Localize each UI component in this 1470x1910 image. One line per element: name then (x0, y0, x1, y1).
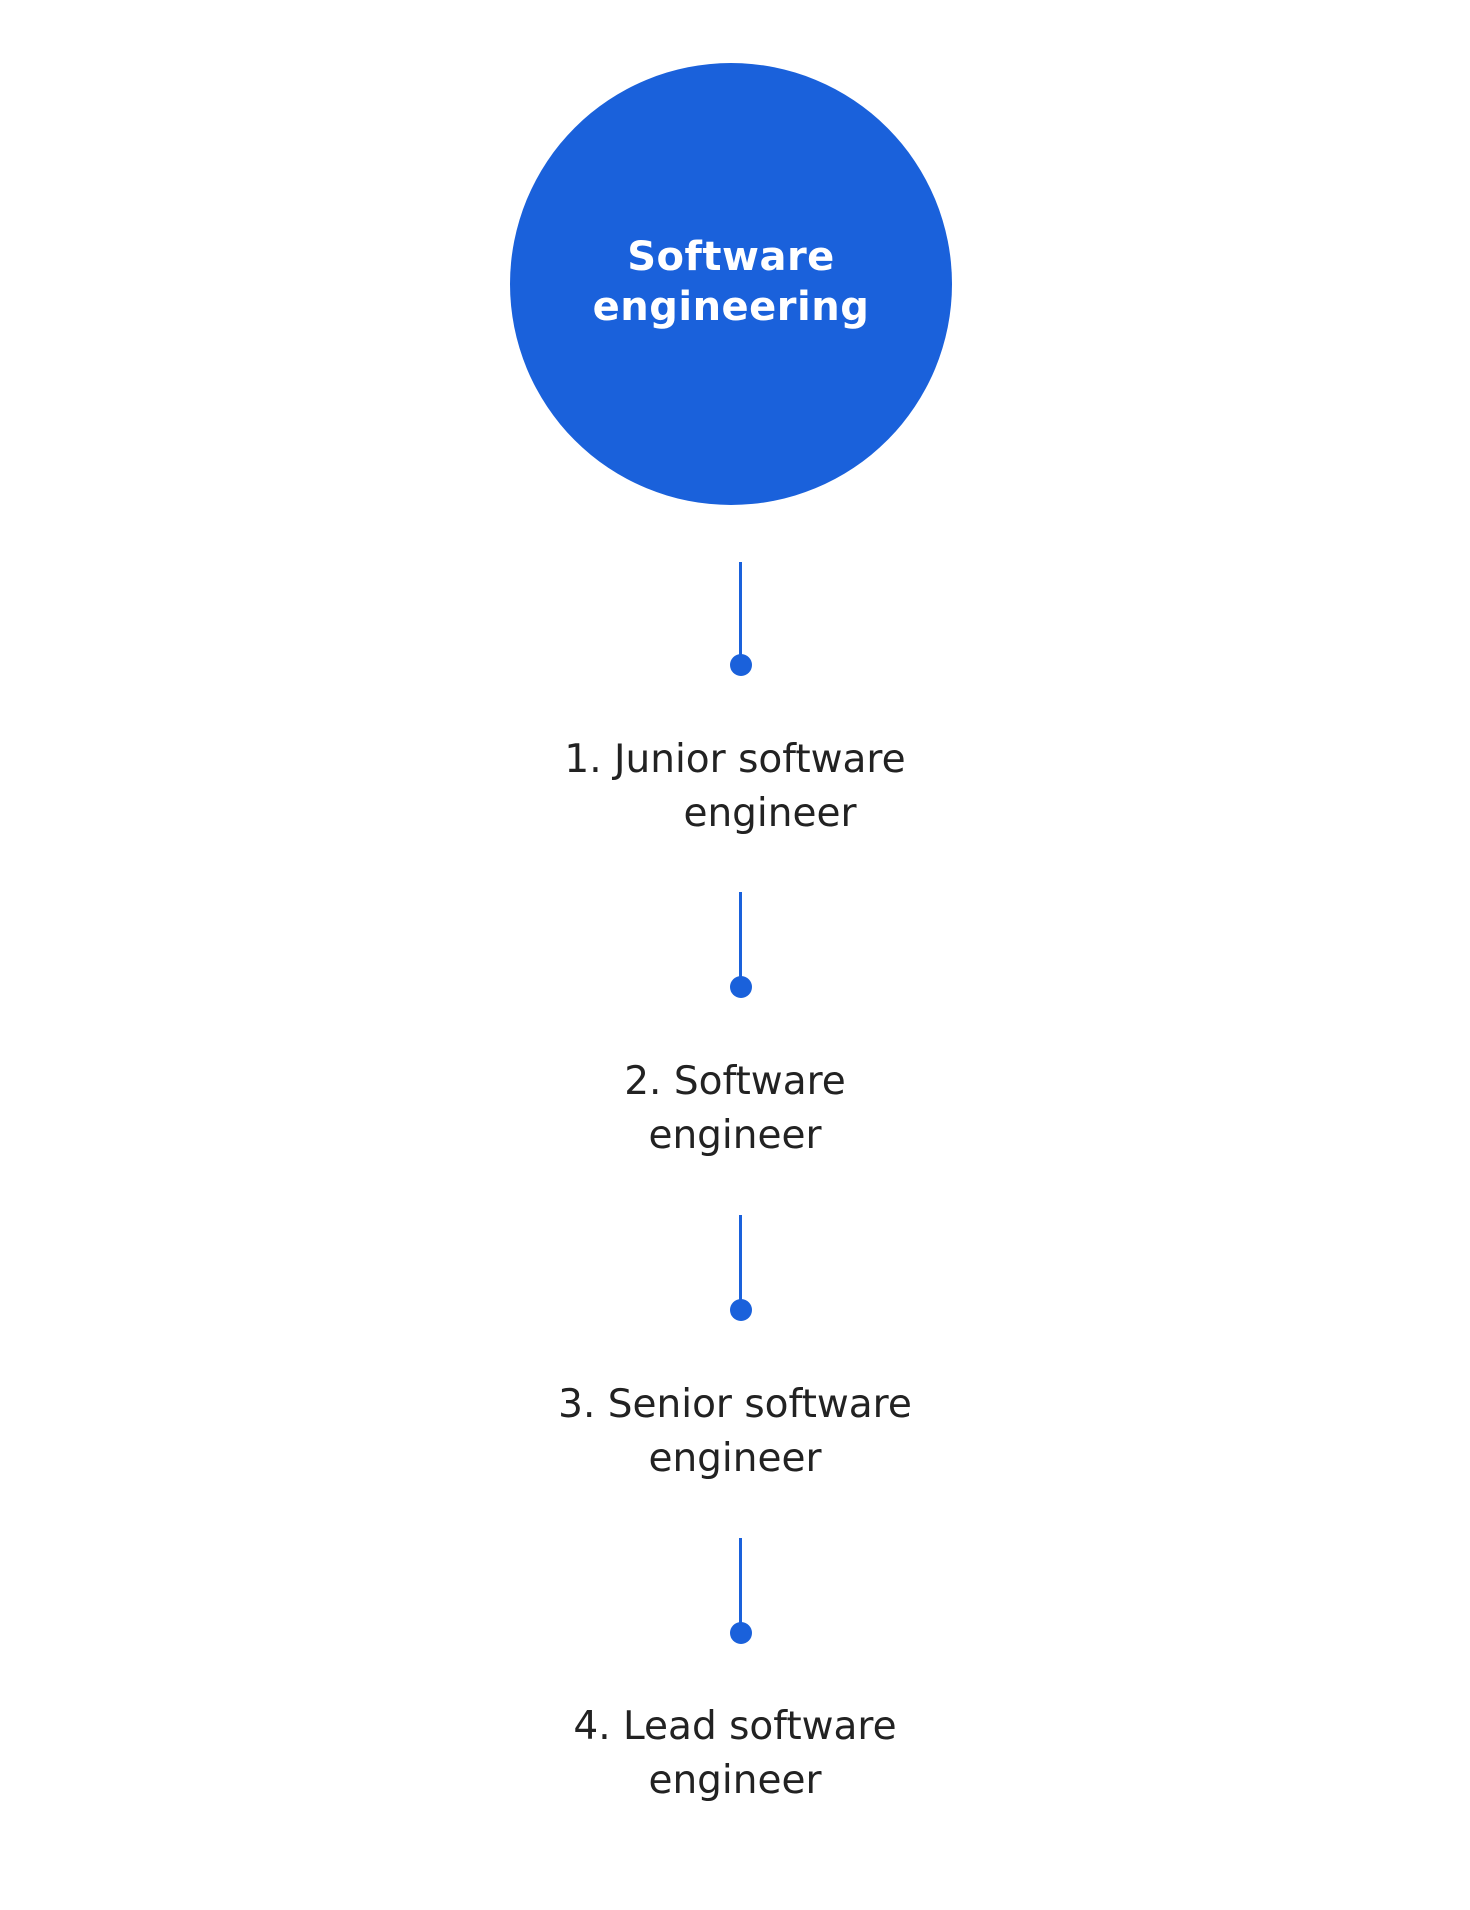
connector-line (739, 562, 742, 662)
career-step-2: 2. Software engineer (470, 1055, 1000, 1163)
step-4-line1: 4. Lead software (573, 1704, 897, 1749)
career-step-3: 3. Senior software engineer (470, 1378, 1000, 1486)
step-3-line1: 3. Senior software (558, 1382, 912, 1427)
root-node-title: Software engineering (571, 232, 891, 332)
step-2-line2: engineer (648, 1113, 822, 1158)
step-2-line1: 2. Software (624, 1059, 846, 1104)
step-1-line1: 1. Junior software (564, 737, 906, 782)
connector-1 (730, 562, 752, 676)
step-1-line2: engineer (683, 791, 857, 836)
career-step-4: 4. Lead software engineer (470, 1700, 1000, 1808)
connector-dot (730, 1299, 752, 1321)
connector-dot (730, 1622, 752, 1644)
step-3-line2: engineer (648, 1436, 822, 1481)
connector-line (739, 892, 742, 988)
career-step-1: 1. Junior software engineer (470, 733, 1000, 841)
connector-line (739, 1215, 742, 1311)
connector-line (739, 1538, 742, 1634)
connector-dot (730, 976, 752, 998)
root-title-line2: engineering (592, 284, 870, 330)
connector-4 (730, 1538, 752, 1648)
root-title-line1: Software (627, 234, 835, 280)
connector-dot (730, 654, 752, 676)
connector-2 (730, 892, 752, 1002)
root-node-circle: Software engineering (510, 63, 952, 505)
connector-3 (730, 1215, 752, 1325)
step-4-line2: engineer (648, 1758, 822, 1803)
